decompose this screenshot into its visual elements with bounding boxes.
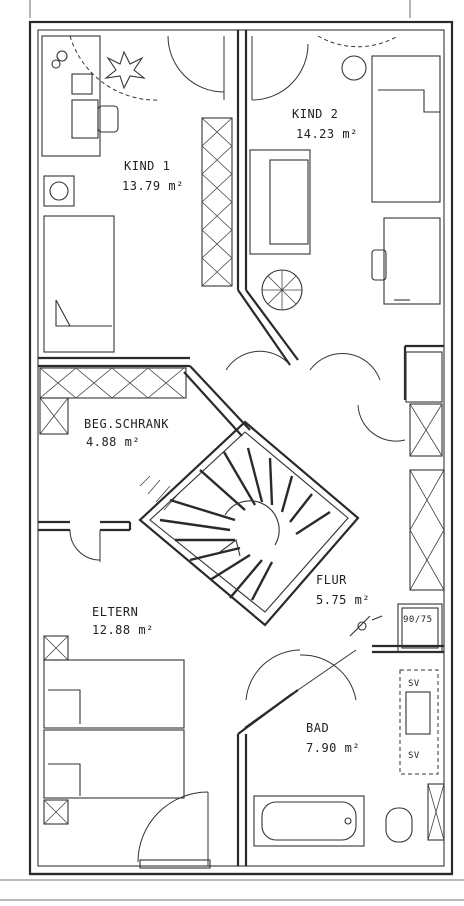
outer-walls <box>28 20 454 876</box>
doors <box>69 35 406 869</box>
flur-area: 5.75 m² <box>316 593 370 607</box>
bad-fixtures <box>253 603 445 847</box>
kind2-furniture <box>249 55 441 311</box>
eltern-area: 12.88 m² <box>92 623 154 637</box>
kind2-name: KIND 2 <box>292 107 338 121</box>
bad-area: 7.90 m² <box>306 741 360 755</box>
kind1-furniture <box>41 35 233 353</box>
kind1-area: 13.79 m² <box>122 179 184 193</box>
shower-size-label: 90/75 <box>403 615 433 625</box>
flur-cabinets <box>405 351 445 591</box>
eltern-name: ELTERN <box>92 605 138 619</box>
staircase <box>149 431 349 613</box>
schrank-name: BEG.SCHRANK <box>84 417 169 431</box>
schrank-shelves <box>39 367 187 511</box>
bad-name: BAD <box>306 721 329 735</box>
kind2-area: 14.23 m² <box>296 127 358 141</box>
flur-name: FLUR <box>316 573 347 587</box>
valve-label-bottom: SV <box>408 751 420 761</box>
eltern-furniture <box>43 635 185 825</box>
valve-label-top: SV <box>408 679 420 689</box>
kind1-name: KIND 1 <box>124 159 170 173</box>
schrank-area: 4.88 m² <box>86 435 140 449</box>
